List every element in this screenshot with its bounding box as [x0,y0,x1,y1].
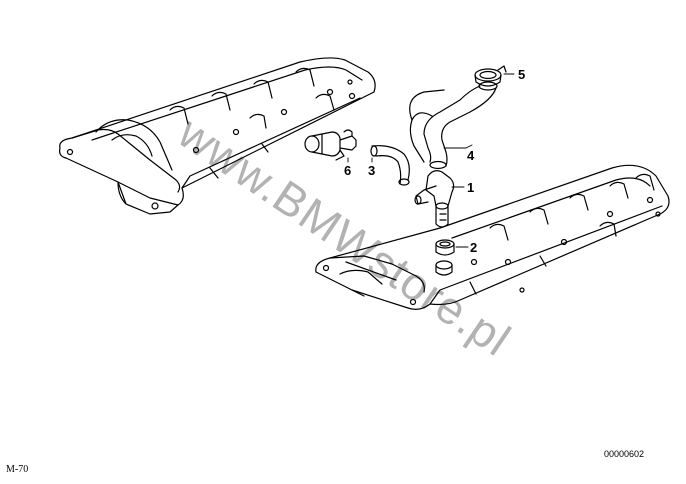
part-4-breather-hose [409,81,498,170]
catalog-code: 00000602 [604,449,645,459]
callout-3[interactable]: 3 [368,163,376,178]
part-1-elbow-connector [414,170,455,228]
right-valve-cover [315,164,670,310]
callout-4[interactable]: 4 [467,148,475,163]
callout-1[interactable]: 1 [467,180,475,195]
left-valve-cover [59,57,376,215]
callout-6[interactable]: 6 [344,163,352,178]
model-code: M-70 [6,464,29,475]
part-2-grommet [435,239,455,256]
callout-5[interactable]: 5 [518,67,526,82]
part-3-connecting-hose [370,145,410,186]
callout-2[interactable]: 2 [470,240,478,255]
part-6-check-valve [304,129,357,161]
leader-lines [347,73,515,248]
part-5-hose-clamp [474,65,507,87]
